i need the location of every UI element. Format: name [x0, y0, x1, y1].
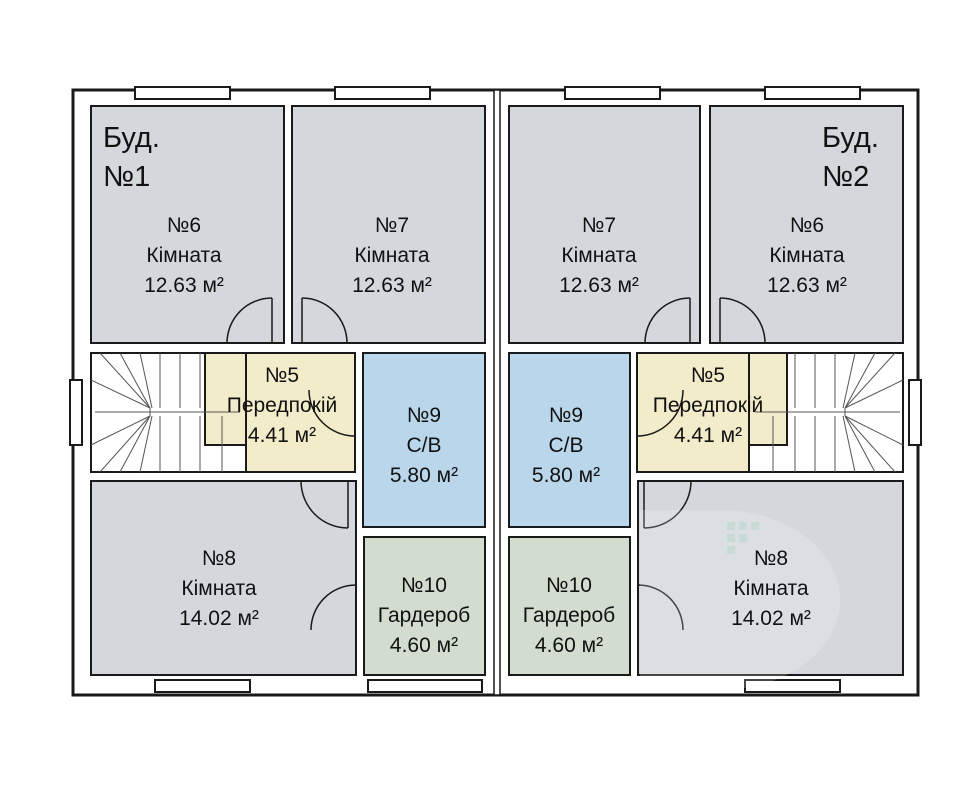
svg-text:12.63 м²: 12.63 м²	[352, 274, 432, 297]
door-b1-room8	[300, 480, 349, 529]
window-b2-room7	[564, 86, 661, 100]
doors	[226, 297, 766, 631]
b1-room10-label: №10 Гардероб 4.60 м²	[378, 574, 470, 657]
svg-text:Кімната: Кімната	[733, 577, 809, 600]
svg-text:14.02 м²: 14.02 м²	[179, 607, 259, 630]
svg-text:С/В: С/В	[406, 434, 441, 457]
b1-building-label-line2: №1	[103, 161, 150, 193]
window-b1-stair	[69, 379, 83, 446]
svg-text:12.63 м²: 12.63 м²	[559, 274, 639, 297]
b1-room6-label: №6 Кімната 12.63 м²	[144, 214, 224, 297]
svg-text:№5: №5	[265, 364, 299, 387]
svg-text:12.63 м²: 12.63 м²	[144, 274, 224, 297]
b2-room7-label: №7 Кімната 12.63 м²	[559, 214, 639, 297]
b1-staircase	[90, 352, 247, 473]
svg-text:№9: №9	[549, 404, 583, 427]
b1-room6-floor	[90, 105, 285, 344]
b2-room5-label: №5 Передпокій 4.41 м²	[653, 364, 764, 447]
window-b1-room7	[334, 86, 431, 100]
party-wall	[493, 89, 501, 696]
svg-text:14.02 м²: 14.02 м²	[731, 607, 811, 630]
svg-text:№6: №6	[167, 214, 201, 237]
svg-text:4.60 м²: 4.60 м²	[535, 634, 603, 657]
b1-room8-floor	[90, 480, 357, 676]
svg-text:5.80 м²: 5.80 м²	[390, 464, 458, 487]
b1-room8-label: №8 Кімната 14.02 м²	[179, 547, 259, 630]
b1-room10-floor	[363, 536, 486, 676]
svg-text:№7: №7	[582, 214, 616, 237]
svg-text:5.80 м²: 5.80 м²	[532, 464, 600, 487]
svg-text:№6: №6	[790, 214, 824, 237]
b2-room10-floor	[508, 536, 631, 676]
svg-text:Гардероб: Гардероб	[378, 604, 470, 627]
svg-text:№9: №9	[407, 404, 441, 427]
svg-text:4.60 м²: 4.60 м²	[390, 634, 458, 657]
svg-text:Передпокій: Передпокій	[227, 394, 338, 417]
window-b1-room6	[134, 86, 231, 100]
svg-text:4.41 м²: 4.41 м²	[674, 424, 742, 447]
watermark-logo	[640, 510, 840, 690]
svg-text:№8: №8	[754, 547, 788, 570]
window-b1-room8	[154, 679, 251, 693]
b2-room6-label: №6 Кімната 12.63 м²	[767, 214, 847, 297]
windows	[69, 86, 922, 693]
door-b2-bath	[636, 389, 684, 437]
b2-staircase	[748, 352, 904, 473]
svg-text:Кімната: Кімната	[181, 577, 257, 600]
b2-room8-floor	[637, 480, 904, 676]
svg-text:Кімната: Кімната	[769, 244, 845, 267]
window-b2-room6	[764, 86, 861, 100]
b1-room9-label: №9 С/В 5.80 м²	[390, 404, 458, 487]
door-b2-wardrobe	[637, 584, 684, 631]
window-b2-stair	[908, 379, 922, 446]
door-b2-room6	[719, 297, 766, 344]
window-b2-room8	[744, 679, 841, 693]
svg-text:Кімната: Кімната	[561, 244, 637, 267]
svg-text:4.41 м²: 4.41 м²	[248, 424, 316, 447]
b1-building-label-line1: Буд.	[103, 122, 160, 154]
door-b1-wardrobe	[310, 584, 357, 631]
b2-room8-label: №8 Кімната 14.02 м²	[731, 547, 811, 630]
b1-room5-label: №5 Передпокій 4.41 м²	[227, 364, 338, 447]
svg-text:С/В: С/В	[548, 434, 583, 457]
door-b2-room8	[643, 480, 692, 529]
door-b2-room7	[644, 297, 691, 344]
svg-text:№10: №10	[401, 574, 447, 597]
b1-room7-label: №7 Кімната 12.63 м²	[352, 214, 432, 297]
b2-room10-label: №10 Гардероб 4.60 м²	[523, 574, 615, 657]
window-b1-room10	[367, 679, 483, 693]
svg-text:12.63 м²: 12.63 м²	[767, 274, 847, 297]
b2-building-label-line1: Буд.	[822, 122, 879, 154]
b2-room9-label: №9 С/В 5.80 м²	[532, 404, 600, 487]
door-b1-room6	[226, 297, 273, 344]
door-b1-bath	[308, 389, 356, 437]
svg-text:№8: №8	[202, 547, 236, 570]
svg-text:№10: №10	[546, 574, 592, 597]
svg-text:Передпокій: Передпокій	[653, 394, 764, 417]
svg-text:№5: №5	[691, 364, 725, 387]
door-b1-room7	[301, 297, 348, 344]
b2-building-label-line2: №2	[822, 161, 869, 193]
svg-text:№7: №7	[375, 214, 409, 237]
b2-room9-floor	[508, 352, 631, 528]
svg-text:Кімната: Кімната	[354, 244, 430, 267]
b1-room9-floor	[362, 352, 486, 528]
svg-text:Гардероб: Гардероб	[523, 604, 615, 627]
svg-text:Кімната: Кімната	[146, 244, 222, 267]
